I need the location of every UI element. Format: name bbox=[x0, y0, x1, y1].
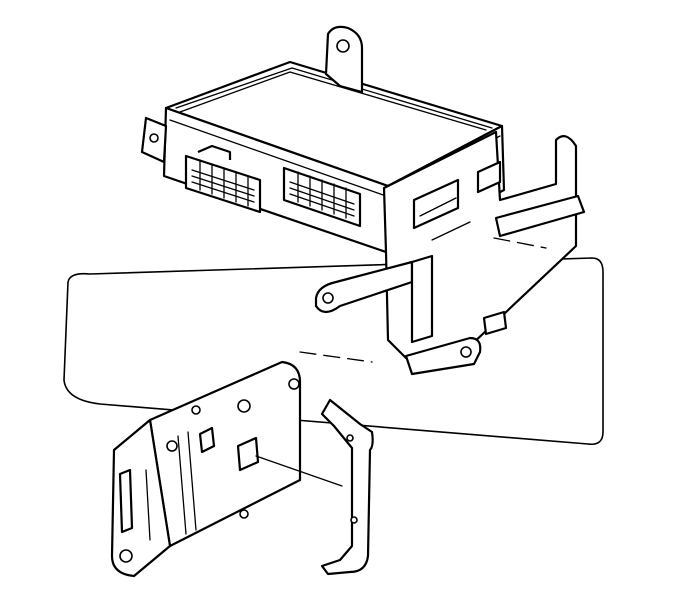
cover-screw-2 bbox=[288, 378, 300, 390]
module-end-cover bbox=[110, 360, 302, 578]
bracket-side-tab bbox=[482, 310, 508, 336]
leader-line-dashed bbox=[299, 237, 547, 363]
retaining-clip bbox=[320, 398, 374, 576]
connector-left bbox=[184, 144, 262, 214]
bracket-channel bbox=[410, 254, 434, 344]
bracket-foot bbox=[404, 336, 482, 376]
cover-screw-1 bbox=[237, 399, 251, 413]
module-top-tab bbox=[324, 25, 364, 94]
cover-connector-slot bbox=[118, 468, 134, 534]
cover-front-face bbox=[110, 418, 172, 578]
connector-right bbox=[282, 166, 362, 228]
cover-window-b bbox=[236, 436, 260, 472]
mounting-bracket bbox=[314, 130, 586, 376]
tab-hole bbox=[336, 39, 350, 53]
bracket-slot-b bbox=[476, 160, 502, 194]
cover-back-face bbox=[148, 360, 302, 548]
cover-screw-3 bbox=[166, 440, 178, 452]
bracket-slot-a bbox=[412, 178, 460, 230]
bracket-rail bbox=[494, 194, 586, 238]
cover-window-a bbox=[198, 426, 216, 454]
leader-line-cover-to-bracket bbox=[255, 455, 343, 487]
clip-body bbox=[320, 398, 374, 576]
cover-grommet bbox=[119, 549, 133, 563]
module-top-rim bbox=[175, 67, 493, 131]
